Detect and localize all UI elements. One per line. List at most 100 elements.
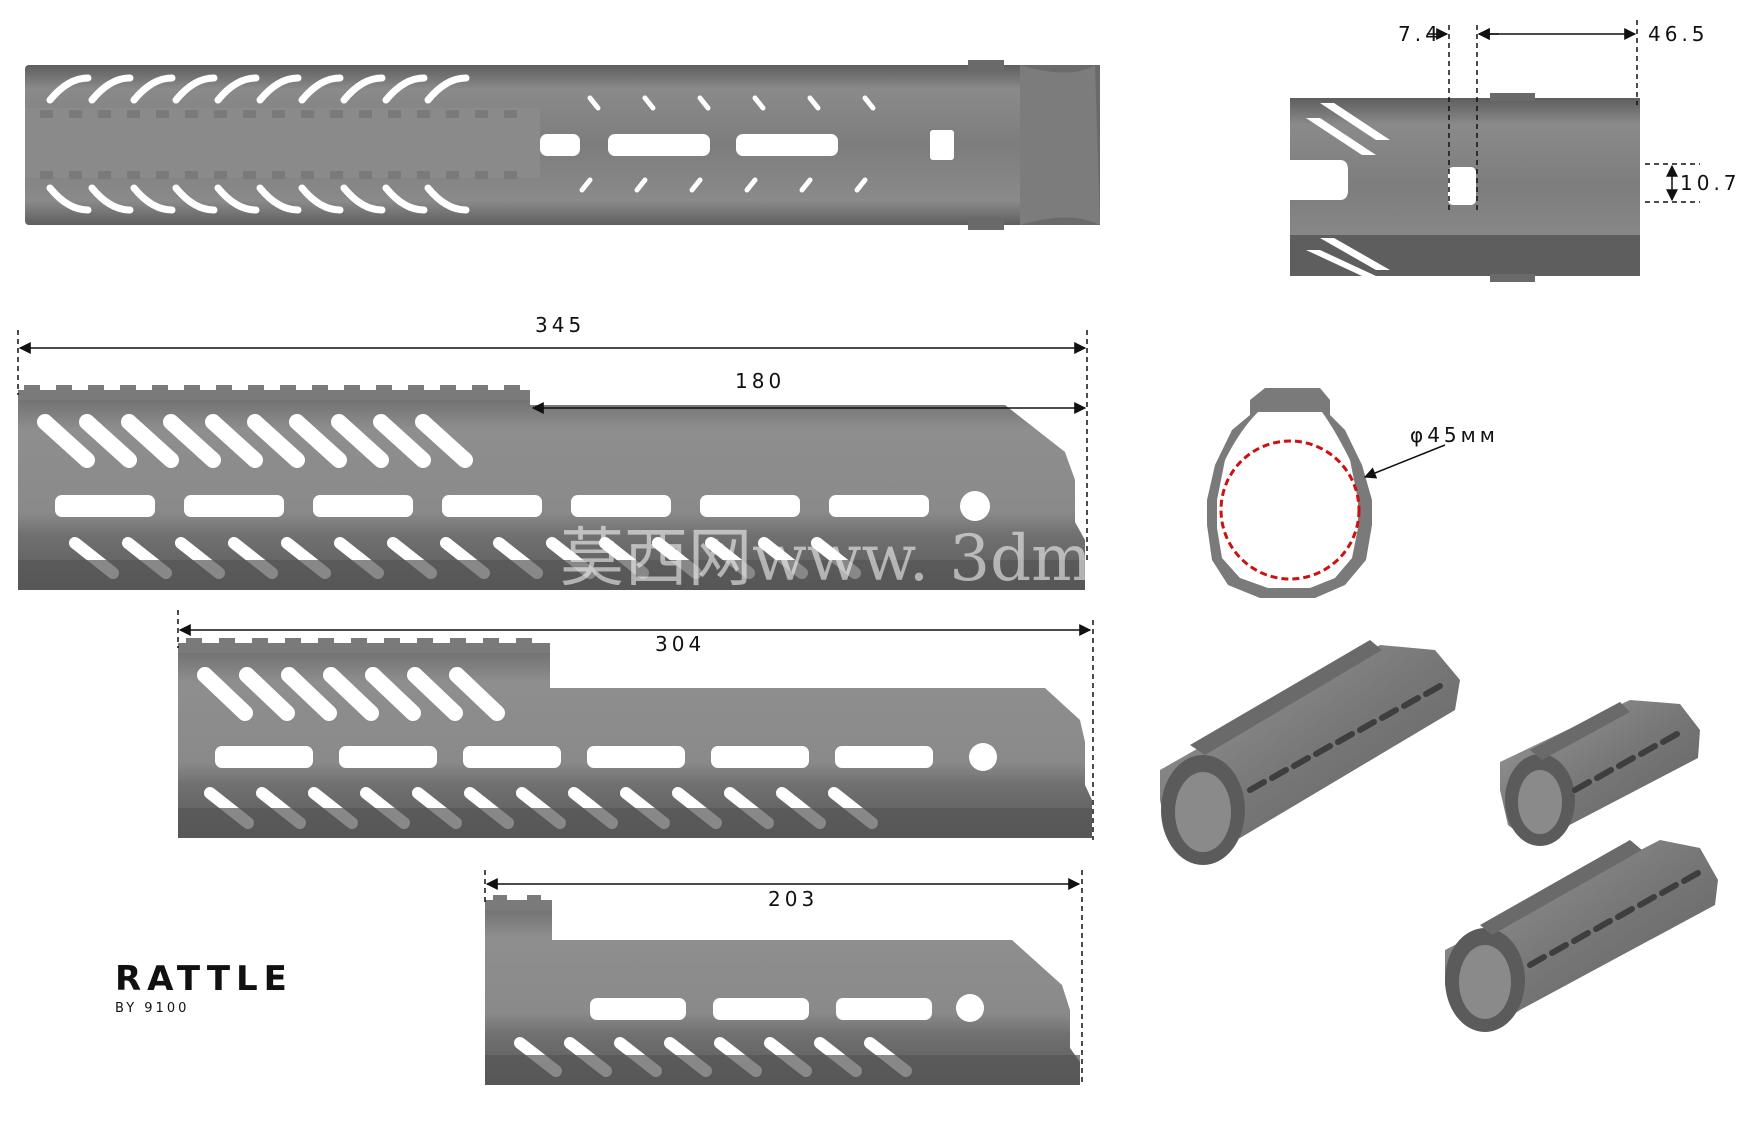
rail-tooth [301,110,314,118]
rail-tooth [280,385,296,395]
rail-tooth [214,110,227,118]
upper-slot [407,667,463,721]
rail-tooth [24,385,40,395]
iso-slot [1269,767,1289,781]
brand-subtitle: BY 9100 [115,1001,189,1016]
side-304-upper-slots [197,667,505,721]
top-slot [689,177,703,193]
dim-bore: φ45мм [1410,423,1499,447]
upper-slot [79,414,137,468]
rail-tooth [152,385,168,395]
rail-tooth [243,110,256,118]
rail-tooth [417,110,430,118]
upper-slot [197,667,253,721]
side-203-mlok-slots [590,998,932,1020]
rail-tooth [248,385,264,395]
rail-tooth [450,638,466,648]
top-slot [46,184,92,214]
iso-slot [1637,894,1657,908]
iso-slot [1423,683,1443,697]
top-view-rail-teeth [40,110,517,179]
rail-tooth [446,110,459,118]
upper-slot [449,667,505,721]
rail-tooth [516,638,532,648]
top-slot [854,177,868,193]
top-slot [88,74,134,104]
top-view-end-hole [930,130,954,160]
rail-tooth [88,385,104,395]
rail-tooth [493,895,507,905]
top-view-mlok-slots [540,134,838,156]
top-slot [214,74,260,104]
rail-tooth [359,171,372,179]
rail-tooth [472,385,488,395]
isometric-short [1500,700,1700,846]
isometric-medium [1445,840,1718,1032]
upper-slot [205,414,263,468]
rail-tooth [272,171,285,179]
top-slot [634,177,648,193]
top-slot [807,95,821,111]
upper-slot [323,667,379,721]
side-203-end-hole [956,994,984,1022]
rail-tooth [252,638,268,648]
side-345-end-hole [960,491,990,521]
rail-tooth [127,110,140,118]
brand-title: RATTLE [115,959,293,999]
mlok-slot [442,495,542,517]
iso-slot [1357,719,1377,733]
upper-slot [281,667,337,721]
iso-slot [1401,695,1421,709]
upper-slot [415,414,473,468]
top-view-upper-slots [46,74,470,104]
end-detail-view: 7.4 46.5 10.7 [1290,20,1741,282]
iso-slot [1379,707,1399,721]
detail-slot [1448,167,1476,205]
top-slot [424,184,470,214]
iso-slot [1594,767,1614,781]
dim-rail-180: 180 [735,369,785,393]
upper-slot [331,414,389,468]
cross-section-view: φ45мм [1207,388,1499,598]
isometric-long-slots [1247,683,1443,793]
rail-tooth [156,171,169,179]
rail-tooth [272,110,285,118]
iso-slot [1572,779,1592,793]
top-slot [587,95,601,111]
rail-tooth [359,110,372,118]
top-slot [46,74,92,104]
isometric-short-slots [1572,731,1680,793]
iso-slot [1527,954,1547,968]
rail-tooth [40,171,53,179]
top-slot [340,184,386,214]
rail-tooth [285,638,301,648]
top-slot [744,177,758,193]
side-304-end-hole [969,743,997,771]
mlok-slot [711,746,809,768]
side-345-upper-slots [37,414,473,468]
top-slot [799,177,813,193]
iso-slot [1615,906,1635,920]
top-slot [298,74,344,104]
rail-tooth [440,385,456,395]
top-slot [642,95,656,111]
mlok-slot [184,495,284,517]
rail-tooth [184,385,200,395]
brand-block: RATTLE BY 9100 [115,959,293,1016]
top-slot [862,95,876,111]
side-view-203: 203 [484,870,1083,1085]
rail-tooth [219,638,235,648]
mlok-slot [587,746,685,768]
mlok-slot [736,134,838,156]
rail-tooth [330,171,343,179]
rail-tooth [186,638,202,648]
isometric-long [1160,640,1460,865]
top-slot [130,74,176,104]
side-345-rail-teeth [24,385,520,395]
upper-slot [247,414,305,468]
dim-slot-height: 10.7 [1680,171,1741,195]
rail-tooth [120,385,136,395]
iso-slot [1291,755,1311,769]
side-304-rail-teeth [186,638,532,648]
